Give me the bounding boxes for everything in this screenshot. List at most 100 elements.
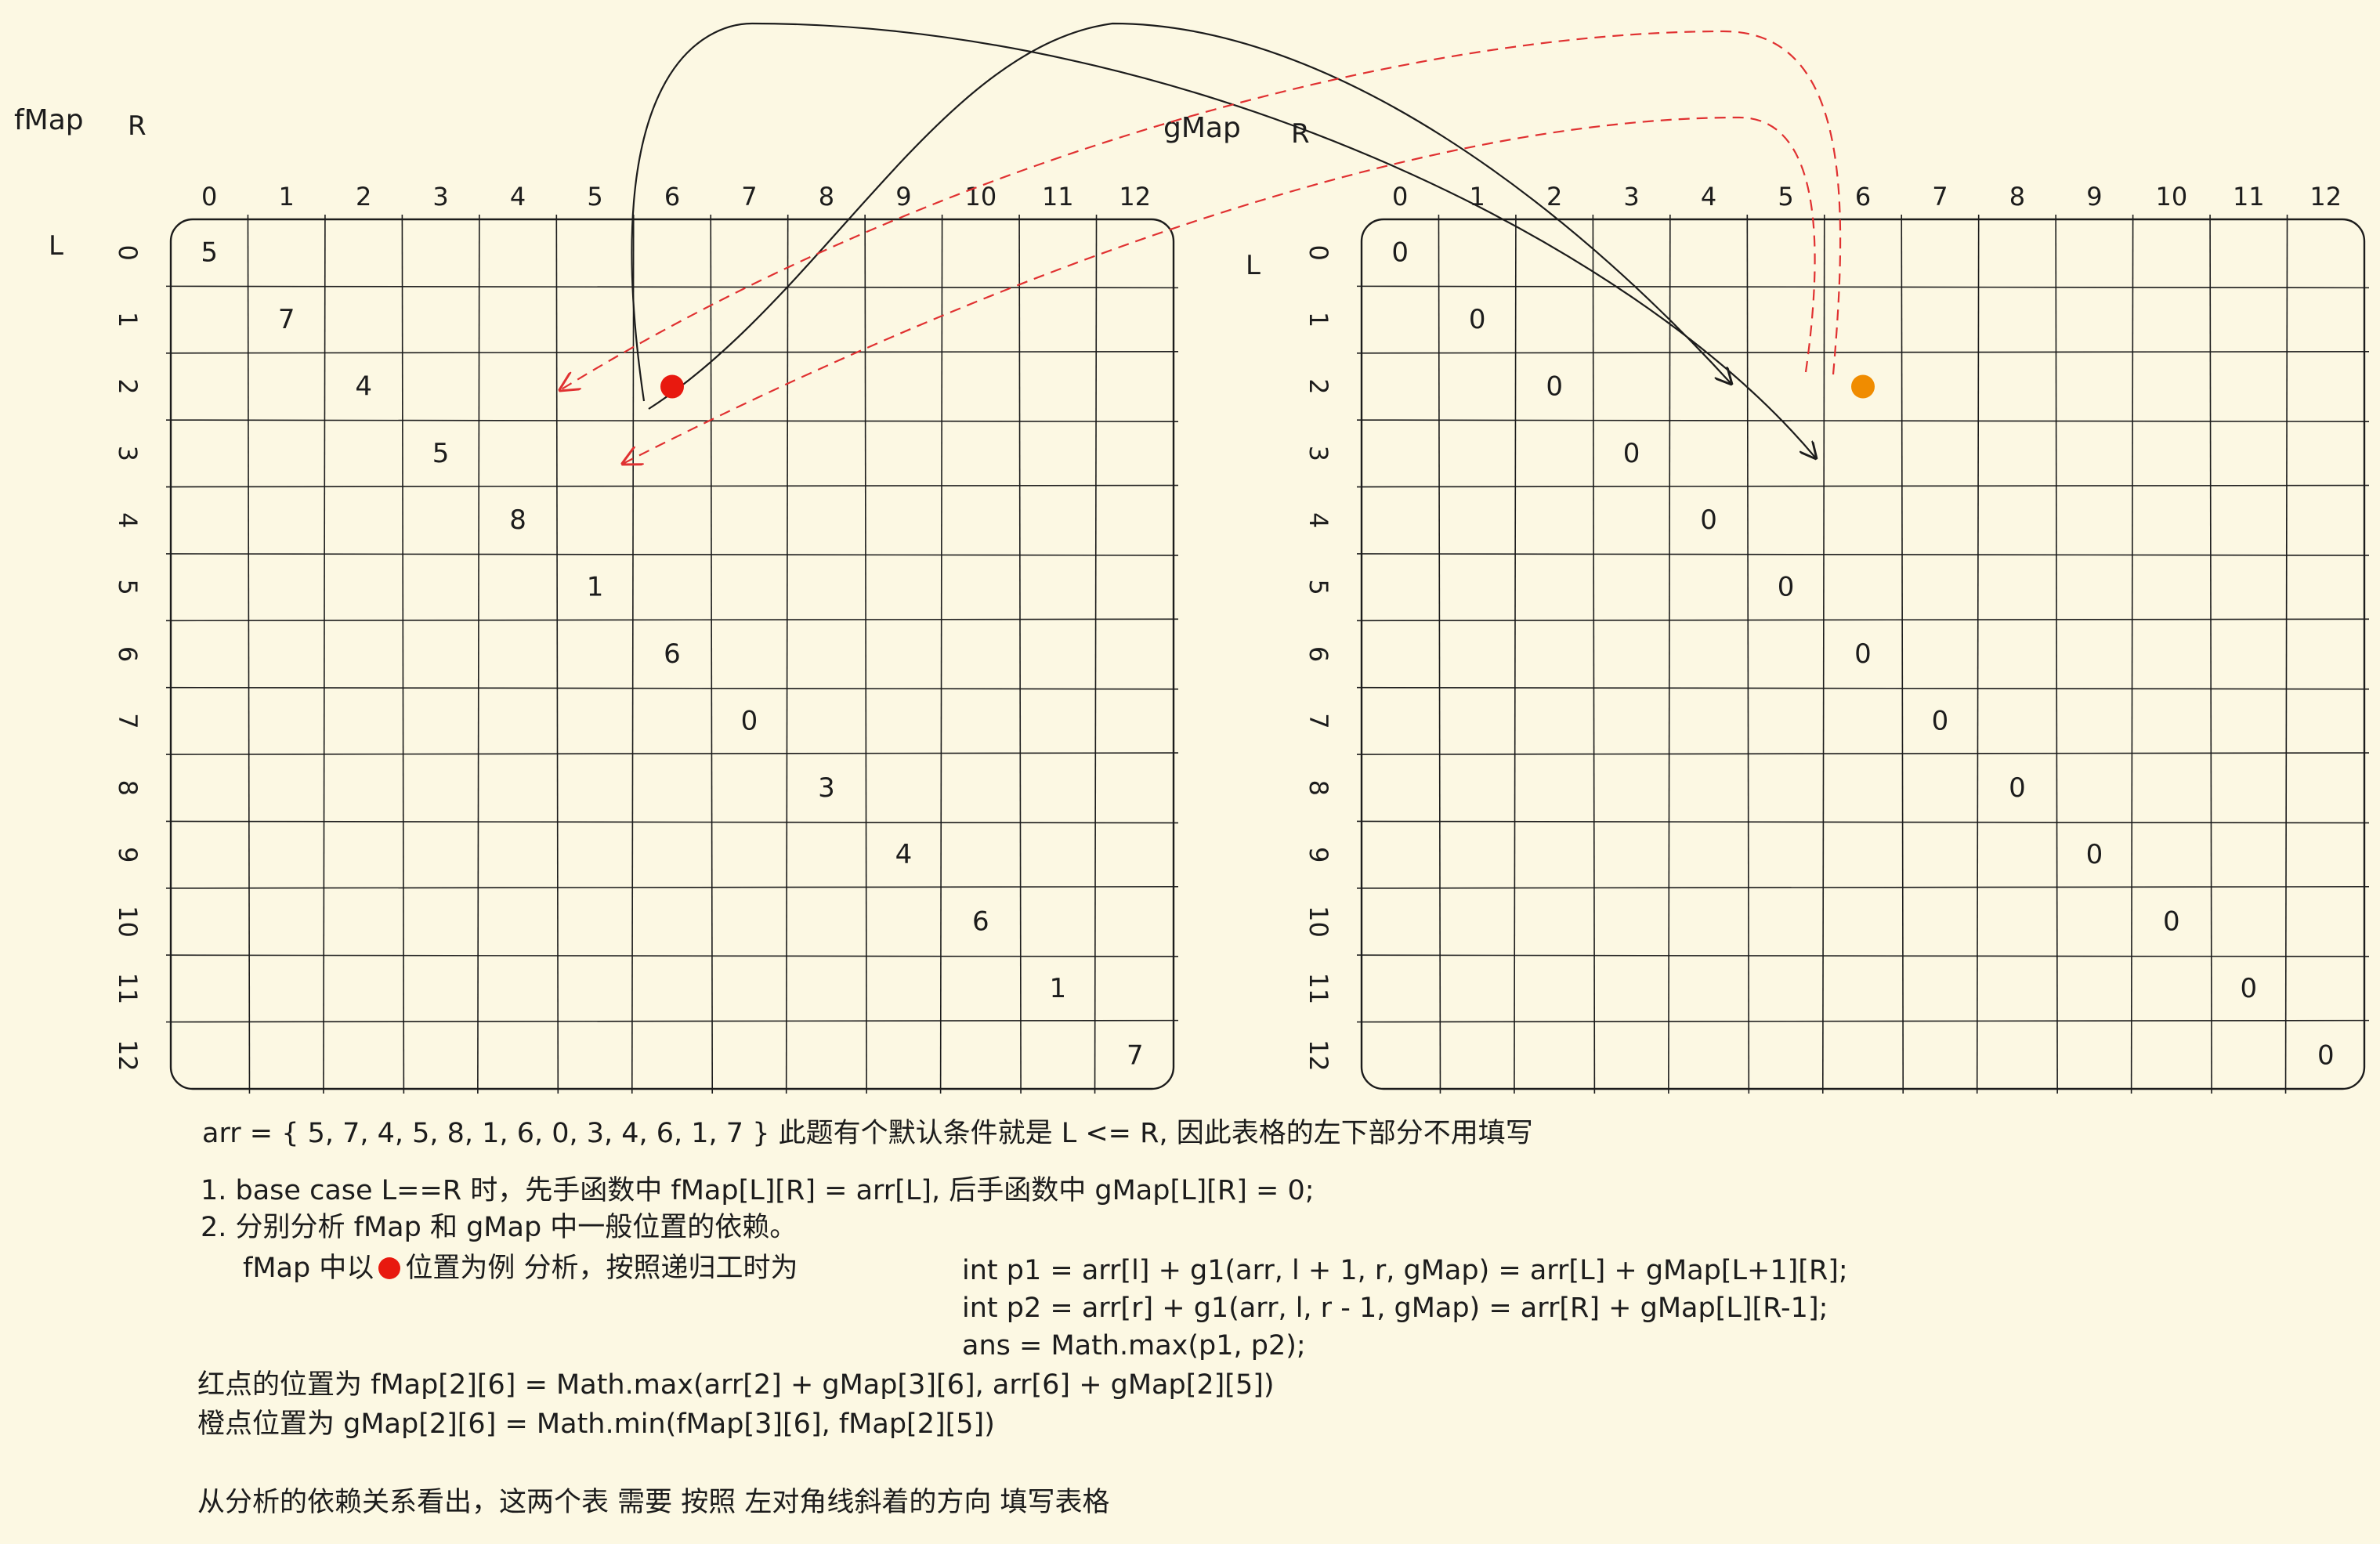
gmap-grid-vline: [2284, 214, 2288, 1094]
code-line-ans: ans = Math.max(p1, p2);: [962, 1330, 1306, 1361]
note-arr-definition: arr = { 5, 7, 4, 5, 8, 1, 6, 0, 3, 4, 6,…: [202, 1118, 1533, 1149]
gmap-row-label: 2: [1304, 378, 1333, 394]
fmap-grid-hline: [165, 618, 1179, 622]
gmap-grid-hline: [1356, 1019, 2370, 1023]
note-conclusion: 从分析的依赖关系看出，这两个表 需要 按照 左对角线斜着的方向 填写表格: [197, 1487, 1110, 1518]
note-red-point-formula: 红点的位置为 fMap[2][6] = Math.max(arr[2] + gM…: [197, 1369, 1275, 1401]
fmap-row-label: 3: [113, 446, 143, 461]
fmap-grid-vline: [864, 214, 867, 1094]
fmap-col-label: 10: [964, 182, 996, 212]
gmap-grid-hline: [1356, 752, 2370, 755]
note-example-position: fMap 中以位置为例 分析，按照递归工时为: [243, 1251, 798, 1285]
fmap-row-label: 8: [113, 780, 143, 796]
fmap-row-label: 11: [113, 973, 143, 1005]
fmap-row-label: 0: [113, 245, 143, 261]
note-general-dependency: 2. 分别分析 fMap 和 gMap 中一般位置的依赖。: [201, 1212, 798, 1243]
fmap-grid-hline: [165, 285, 1179, 289]
gmap-row-label: 8: [1304, 780, 1333, 796]
fmap-grid-hline: [165, 350, 1179, 354]
gmap-row-label: 11: [1304, 973, 1333, 1005]
fmap-grid-hline: [165, 954, 1179, 958]
gmap-col-label: 3: [1623, 182, 1639, 212]
fmap-diagonal-cell-value: 7: [278, 304, 295, 335]
gmap-grid-hline: [1356, 484, 2370, 488]
gmap-col-label: 9: [2086, 182, 2102, 212]
gmap-grid-hline: [1356, 618, 2370, 622]
fmap-col-label: 2: [356, 182, 371, 212]
fmap-diagonal-cell-value: 5: [201, 237, 218, 269]
fmap-diagonal-cell-value: 4: [355, 371, 372, 402]
gmap-col-label: 8: [2009, 182, 2025, 212]
dependency-arrow-gmap-to-fmap-2-5: [560, 30, 1842, 390]
gmap-grid-hline: [1356, 285, 2370, 289]
fmap-grid-hline: [165, 484, 1179, 488]
gmap-diagonal-cell-value: 0: [2163, 906, 2180, 938]
gmap-orange-point-marker: [1851, 374, 1875, 399]
fmap-grid-vline: [939, 214, 943, 1094]
fmap-diagonal-cell-value: 1: [1049, 973, 1066, 1004]
gmap-col-label: 11: [2233, 182, 2265, 212]
fmap-grid-vline: [401, 214, 405, 1094]
gmap-grid-vline: [1746, 214, 1750, 1094]
fmap-diagonal-cell-value: 8: [509, 504, 526, 536]
code-line-p1: int p1 = arr[l] + g1(arr, l + 1, r, gMap…: [962, 1255, 1848, 1286]
gmap-grid-vline: [1901, 214, 1904, 1094]
fmap-row-label: 6: [113, 646, 143, 662]
fmap-col-label: 7: [741, 182, 757, 212]
fmap-row-label: 10: [113, 906, 143, 938]
gmap-row-label: 12: [1304, 1040, 1333, 1072]
fmap-grid-hline: [165, 886, 1179, 889]
fmap-row-label: 4: [113, 512, 143, 528]
gmap-col-label: 0: [1392, 182, 1408, 212]
fmap-grid-hline: [165, 752, 1179, 755]
gmap-diagonal-cell-value: 0: [1391, 237, 1409, 269]
fmap-grid-vline: [247, 214, 251, 1094]
dependency-arrow-fmap-to-gmap-3-6: [631, 22, 1816, 458]
gmap-grid-vline: [1976, 214, 1980, 1094]
fmap-diagonal-cell-value: 5: [432, 438, 450, 469]
gmap-row-axis-label: L: [1246, 250, 1261, 281]
gmap-diagonal-cell-value: 0: [1854, 638, 1872, 670]
gmap-row-label: 5: [1304, 579, 1333, 595]
gmap-grid-vline: [2209, 214, 2212, 1094]
gmap-row-label: 10: [1304, 906, 1333, 938]
fmap-row-axis-label: L: [49, 230, 63, 262]
fmap-row-label: 1: [113, 312, 143, 327]
gmap-diagonal-cell-value: 0: [1623, 438, 1640, 469]
gmap-grid-hline: [1356, 954, 2370, 958]
fmap-diagonal-cell-value: 1: [587, 572, 604, 603]
gmap-row-label: 3: [1304, 446, 1333, 461]
gmap-grid-vline: [1438, 214, 1441, 1094]
gmap-row-label: 7: [1304, 713, 1333, 729]
gmap-grid-vline: [1821, 214, 1825, 1094]
fmap-col-label: 11: [1042, 182, 1074, 212]
fmap-col-label: 3: [432, 182, 448, 212]
fmap-grid-vline: [631, 214, 635, 1094]
fmap-grid-vline: [785, 214, 789, 1094]
note-base-case: 1. base case L==R 时，先手函数中 fMap[L][R] = a…: [201, 1175, 1315, 1206]
note-example-suffix: 位置为例 分析，按照递归工时为: [405, 1253, 798, 1284]
gmap-col-label: 10: [2155, 182, 2187, 212]
fmap-col-label: 4: [510, 182, 526, 212]
gmap-table-border: [1360, 218, 2366, 1090]
gmap-diagonal-cell-value: 0: [2086, 839, 2103, 870]
gmap-col-axis-label: R: [1291, 118, 1310, 150]
fmap-col-axis-label: R: [128, 110, 146, 142]
fmap-col-label: 6: [664, 182, 680, 212]
gmap-grid-hline: [1356, 820, 2370, 824]
dependency-arrow-fmap-to-gmap-2-5: [648, 22, 1731, 410]
gmap-diagonal-cell-value: 0: [1469, 304, 1486, 335]
fmap-grid-hline: [165, 419, 1179, 422]
fmap-grid-hline: [165, 820, 1179, 824]
gmap-grid-vline: [2055, 214, 2058, 1094]
fmap-grid-hline: [165, 686, 1179, 690]
note-orange-point-formula: 橙点位置为 gMap[2][6] = Math.min(fMap[3][6], …: [197, 1408, 995, 1440]
fmap-diagonal-cell-value: 7: [1127, 1040, 1144, 1071]
fmap-diagonal-cell-value: 4: [895, 839, 913, 870]
gmap-col-label: 4: [1701, 182, 1716, 212]
fmap-grid-vline: [1094, 214, 1098, 1094]
gmap-grid-hline: [1356, 350, 2370, 354]
gmap-diagonal-cell-value: 0: [1932, 705, 1949, 736]
